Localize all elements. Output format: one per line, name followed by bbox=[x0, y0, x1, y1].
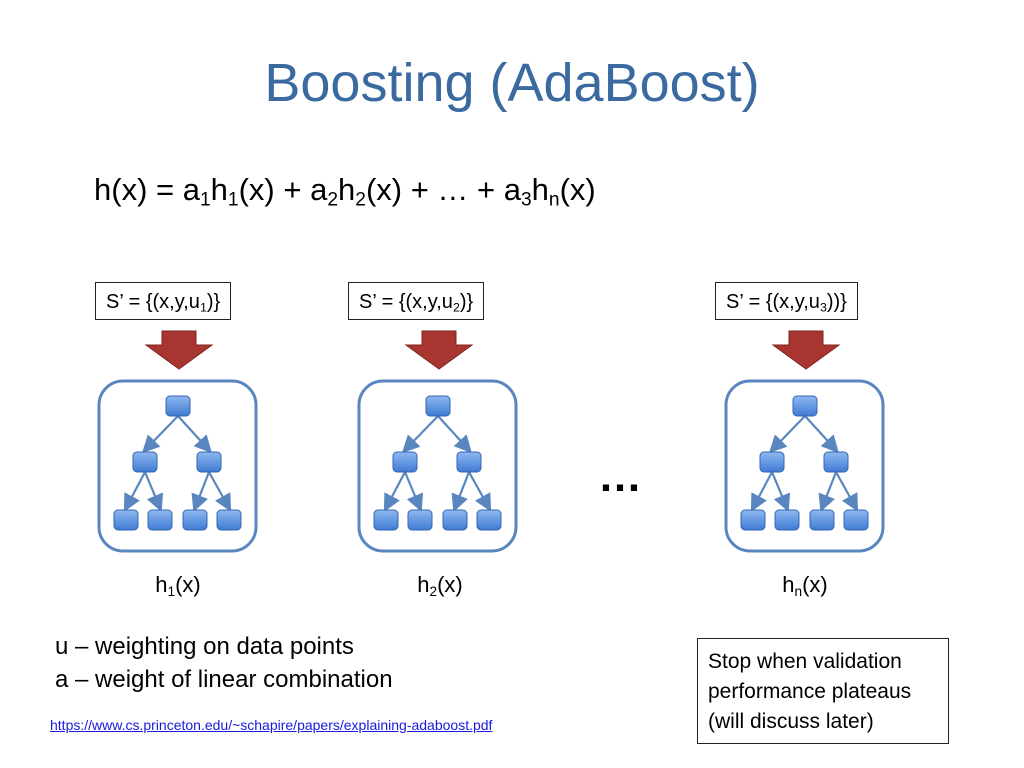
tree-edge bbox=[835, 471, 859, 512]
tree-edge bbox=[818, 471, 838, 513]
tree-edge bbox=[468, 471, 492, 512]
ellipsis: … bbox=[598, 452, 642, 501]
tree-node bbox=[442, 509, 468, 531]
notes: u – weighting on data points a – weight … bbox=[55, 630, 393, 696]
weighted-set-box-2: S’ = {(x,y,u2)} bbox=[348, 282, 485, 320]
tree-edge bbox=[770, 471, 791, 513]
tree-node bbox=[113, 509, 139, 531]
tree-node bbox=[476, 509, 502, 531]
weighted-set-box-3: S’ = {(x,y,u3))} bbox=[715, 282, 858, 320]
note-line: u – weighting on data points bbox=[55, 633, 354, 660]
tree-node bbox=[373, 509, 399, 531]
down-arrow-icon bbox=[404, 330, 474, 370]
down-arrow-icon bbox=[771, 330, 841, 370]
tree-node bbox=[165, 395, 191, 417]
tree-edge bbox=[451, 471, 471, 513]
tree-node bbox=[843, 509, 869, 531]
tree-edge bbox=[141, 415, 179, 454]
tree-edge bbox=[768, 415, 806, 454]
tree-edge bbox=[208, 471, 232, 512]
decision-tree-icon bbox=[357, 330, 518, 553]
tree-node bbox=[809, 509, 835, 531]
tree-edge bbox=[123, 471, 146, 512]
reference-link[interactable]: https://www.cs.princeton.edu/~schapire/p… bbox=[50, 717, 493, 733]
slide-title: Boosting (AdaBoost) bbox=[264, 53, 760, 113]
weighted-set-box-1: S’ = {(x,y,u1)} bbox=[95, 282, 232, 320]
decision-tree-icon bbox=[97, 330, 258, 553]
note-line: a – weight of linear combination bbox=[55, 666, 393, 693]
tree-node bbox=[425, 395, 451, 417]
down-arrow-icon bbox=[144, 330, 214, 370]
tree-edge bbox=[191, 471, 211, 513]
tree-node bbox=[456, 451, 482, 473]
tree-edge bbox=[177, 415, 212, 454]
tree-edge bbox=[143, 471, 164, 513]
learner-label-1: h1(x) bbox=[155, 572, 201, 599]
tree-edge bbox=[403, 471, 424, 513]
tree-node bbox=[740, 509, 766, 531]
tree-edge bbox=[401, 415, 439, 454]
learner-label-3: hn(x) bbox=[782, 572, 828, 599]
decision-tree-icon bbox=[724, 330, 885, 553]
tree-node bbox=[792, 395, 818, 417]
learner-label-2: h2(x) bbox=[417, 572, 463, 599]
tree-node bbox=[216, 509, 242, 531]
tree-edge bbox=[437, 415, 472, 454]
tree-node bbox=[823, 451, 849, 473]
tree-node bbox=[407, 509, 433, 531]
tree-edge bbox=[804, 415, 839, 454]
tree-node bbox=[392, 451, 418, 473]
tree-node bbox=[147, 509, 173, 531]
tree-node bbox=[132, 451, 158, 473]
tree-edge bbox=[383, 471, 406, 512]
tree-node bbox=[759, 451, 785, 473]
tree-node bbox=[196, 451, 222, 473]
tree-edge bbox=[750, 471, 773, 512]
ensemble-formula: h(x) = a1h1(x) + a2h2(x) + … + a3hn(x) bbox=[94, 172, 596, 211]
tree-node bbox=[774, 509, 800, 531]
stop-criterion-box: Stop when validation performance plateau… bbox=[697, 638, 949, 744]
tree-node bbox=[182, 509, 208, 531]
